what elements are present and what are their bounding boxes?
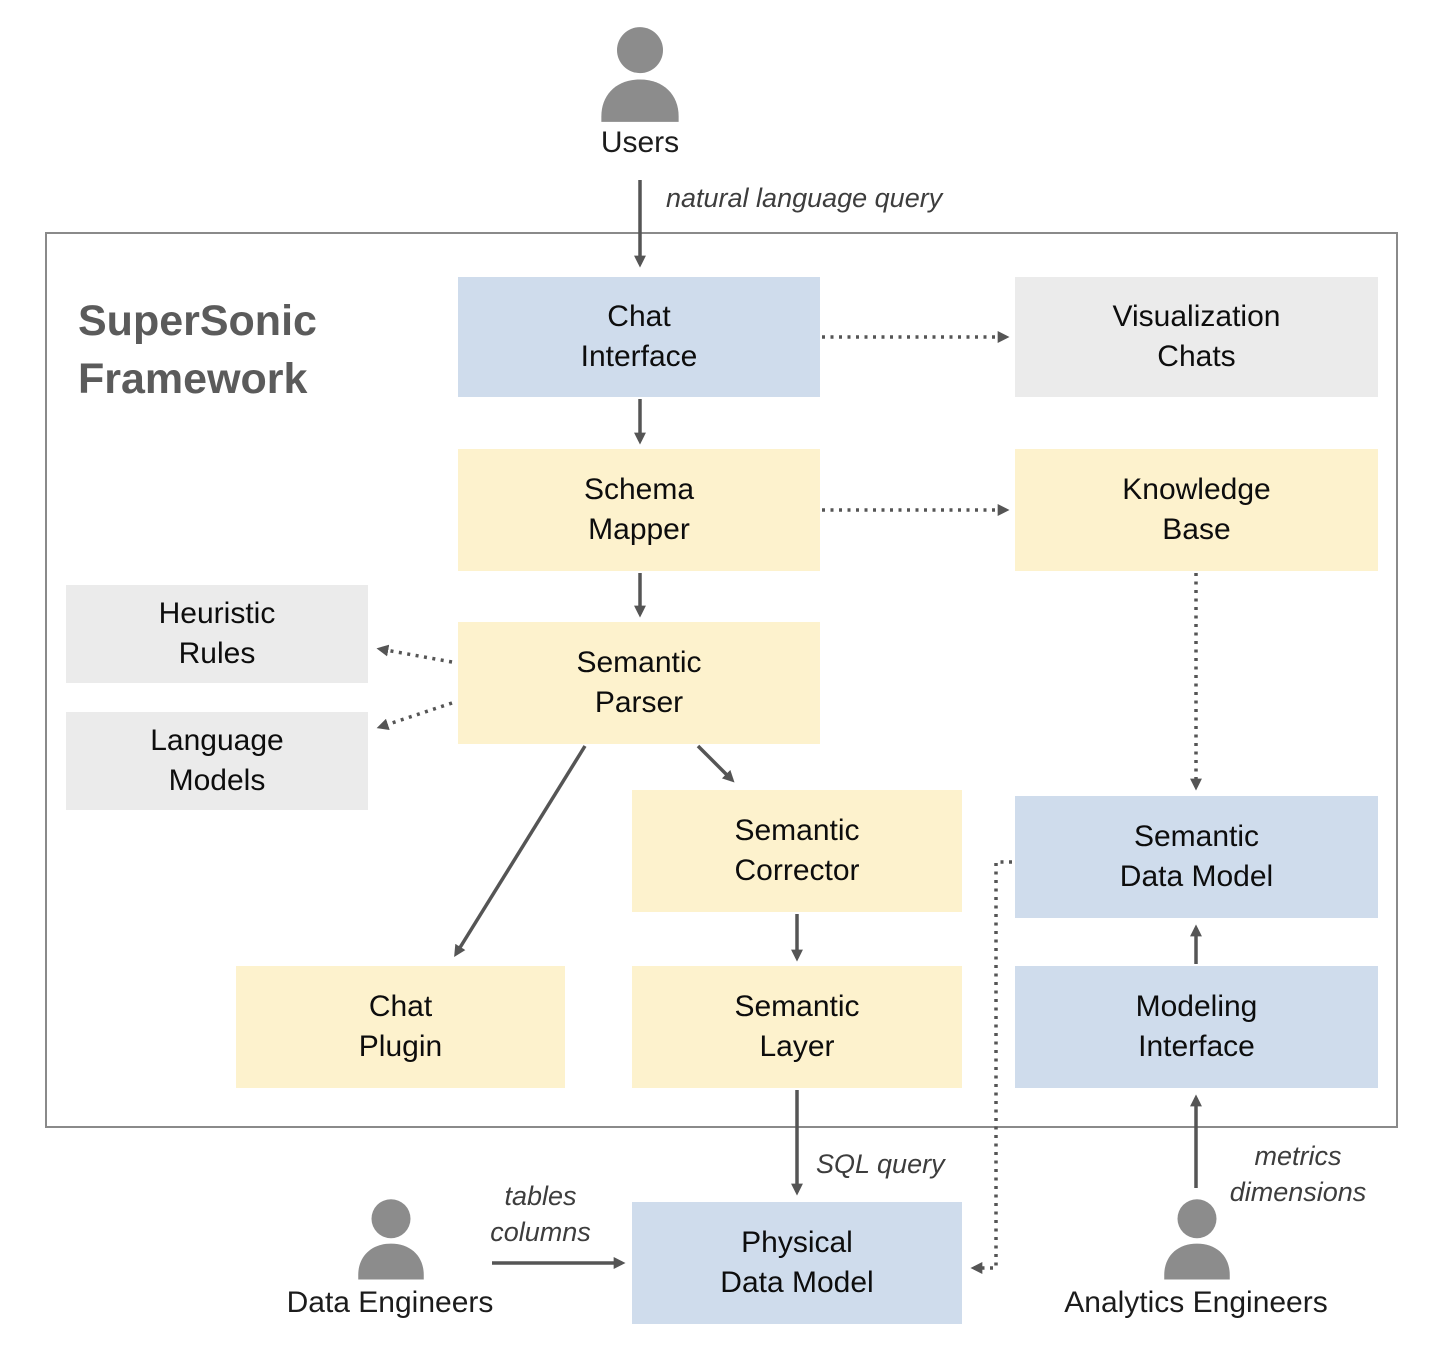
node-semantic-data-model: Semantic Data Model	[1015, 796, 1378, 918]
node-schema-mapper: Schema Mapper	[458, 449, 820, 571]
node-heuristic-rules: Heuristic Rules	[66, 585, 368, 683]
data-engineers-label: Data Engineers	[286, 1286, 494, 1319]
node-visualization-chats: Visualization Chats	[1015, 277, 1378, 397]
node-semantic-layer: Semantic Layer	[632, 966, 962, 1088]
edge-label-tables-columns: tables columns	[490, 1181, 591, 1248]
node-semantic-corrector: Semantic Corrector	[632, 790, 962, 912]
node-knowledge-base: Knowledge Base	[1015, 449, 1378, 571]
node-modeling-interface: Modeling Interface	[1015, 966, 1378, 1088]
node-chat-plugin: Chat Plugin	[236, 966, 565, 1088]
analytics-engineers-label: Analytics Engineers	[1064, 1286, 1328, 1319]
node-physical-data-model: Physical Data Model	[632, 1202, 962, 1324]
users-icon	[601, 27, 679, 122]
node-language-models: Language Models	[66, 712, 368, 810]
framework-title: SuperSonic Framework	[78, 297, 317, 404]
edge-label-metrics-dimensions: metrics dimensions	[1229, 1141, 1367, 1208]
data-engineers-icon	[358, 1199, 424, 1280]
users-label: Users	[600, 126, 680, 159]
edge-label-natural-language-query: natural language query	[666, 183, 943, 213]
edge-label-sql-query: SQL query	[816, 1149, 945, 1179]
node-semantic-parser: Semantic Parser	[458, 622, 820, 744]
node-chat-interface: Chat Interface	[458, 277, 820, 397]
framework-boundary	[45, 232, 1398, 1128]
analytics-engineers-icon	[1164, 1199, 1230, 1280]
